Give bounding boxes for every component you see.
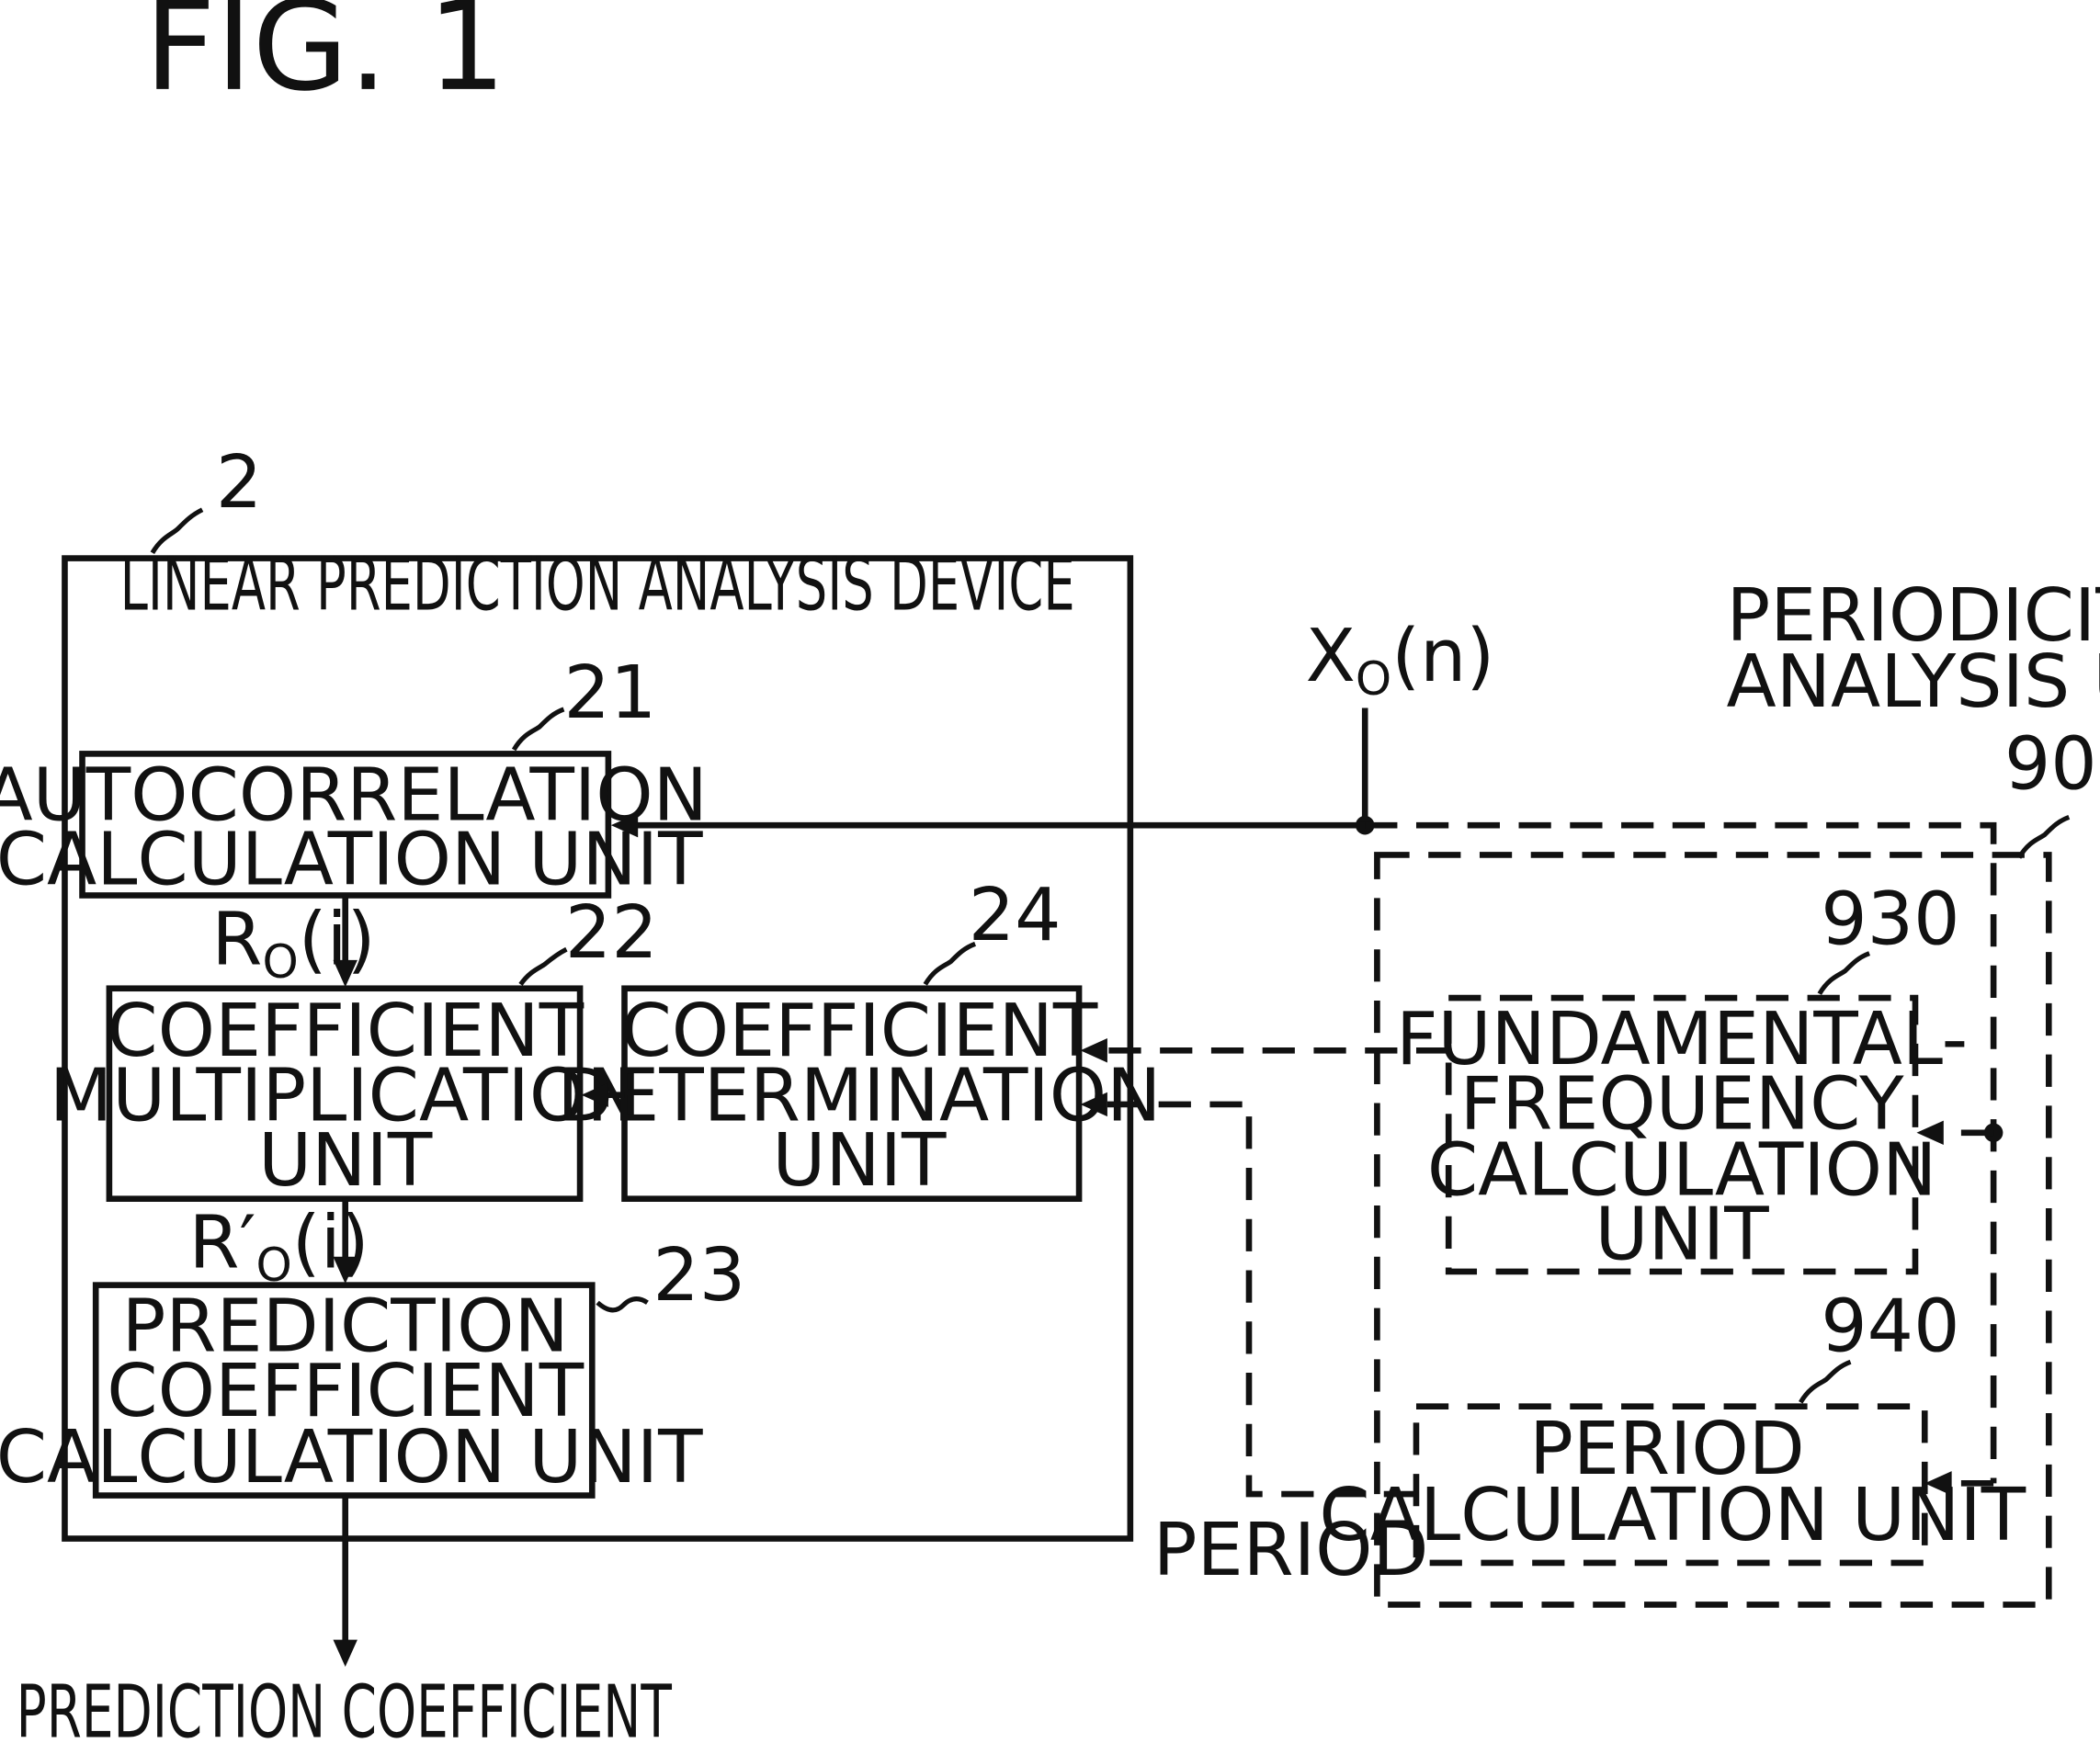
autocorrelation-ref: 21	[563, 650, 656, 735]
pred-coef-line-3: CALCULATION UNIT	[0, 1414, 703, 1500]
input-signal-label: XO(n)	[1306, 613, 1495, 706]
pred-coef-ref-leader	[597, 1299, 647, 1310]
period-to-coef-det-dashed-line	[1103, 1104, 1415, 1494]
coef-mult-line-3: UNIT	[258, 1117, 433, 1203]
output-label: PREDICTION COEFFICIENT	[17, 1669, 673, 1743]
coef-mult-ref: 22	[565, 889, 658, 975]
r-prime-signal-label: R′O(i)	[188, 1200, 369, 1293]
coef-det-line-3: UNIT	[772, 1117, 947, 1203]
fundamental-line-4: UNIT	[1595, 1192, 1770, 1277]
period-label: PERIOD	[1153, 1507, 1429, 1592]
periodicity-ref: 900	[2004, 721, 2100, 807]
period-calc-ref: 940	[1821, 1284, 1959, 1369]
coef-mult-ref-leader	[520, 949, 566, 984]
device-title: LINEAR PREDICTION ANALYSIS DEVICE	[120, 541, 1075, 627]
pred-coef-ref: 23	[653, 1232, 745, 1318]
periodicity-ref-leader	[2019, 817, 2069, 857]
device-ref: 2	[216, 439, 262, 525]
periodicity-line-2: ANALYSIS UNIT	[1727, 639, 2100, 724]
figure-label: FIG. 1	[144, 0, 506, 119]
autocorrelation-ref-leader	[514, 709, 563, 750]
arrow-output	[333, 1640, 357, 1667]
r-signal-label: RO(i)	[211, 896, 375, 989]
fundamental-ref: 930	[1821, 876, 1959, 961]
coef-det-ref: 24	[969, 872, 1061, 957]
